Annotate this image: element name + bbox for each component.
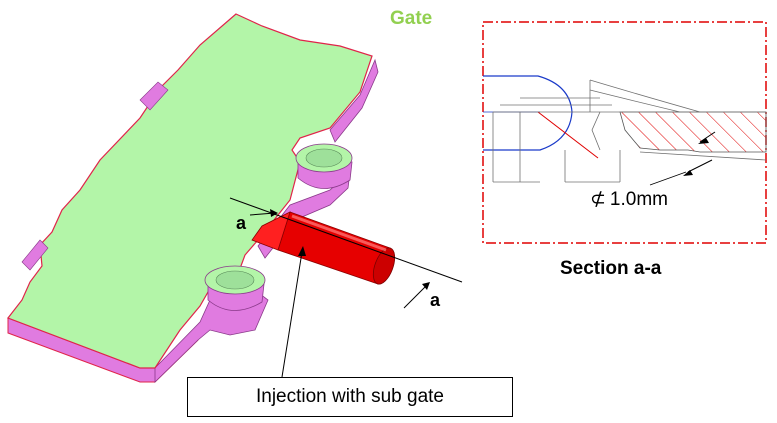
dim-arrow-upper [699,131,716,143]
molded-part [7,13,379,383]
callout-leader [281,251,303,378]
dimension-symbol: ⊄ [590,188,606,210]
section-runner-outline [483,75,573,151]
dim-arrow-lower [687,159,713,173]
part-notch-left-1 [139,81,169,111]
runner-tip [251,211,291,251]
callout-text: Injection with sub gate [255,386,444,407]
part-right-wall-3 [329,58,379,143]
section-hatched-part [619,111,767,153]
dim-arrow-upper-head [698,138,709,144]
dimension-label: ⊄1.0mm [590,188,668,211]
section-arrow-lower-head [422,282,430,290]
section-mark-upper: a [236,213,247,233]
part-notch-left-2 [21,239,49,271]
section-view [483,75,767,186]
dimension-value: 1.0mm [609,189,668,210]
section-arrow-lower-line [403,283,429,309]
dim-arrow-lower-head [683,170,693,176]
boss-upper [295,143,353,189]
section-title: Section a-a [560,258,662,279]
runner-highlight [291,214,387,252]
runner-end-cap [372,247,396,285]
section-mark-lower: a [430,290,441,310]
section-line [229,197,463,283]
boss-lower [204,265,266,311]
part-top-face [7,13,373,369]
section-arrow-upper-head [270,209,278,217]
dim-extension [649,171,687,186]
part-right-wall [154,289,269,383]
callout-leader-head [298,246,306,256]
callout-box: Injection with sub gate [187,377,513,417]
section-mold-lines [492,79,767,183]
gate-title: Gate [390,8,433,29]
sub-gate-runner [251,211,396,285]
section-gate-line [537,111,599,159]
